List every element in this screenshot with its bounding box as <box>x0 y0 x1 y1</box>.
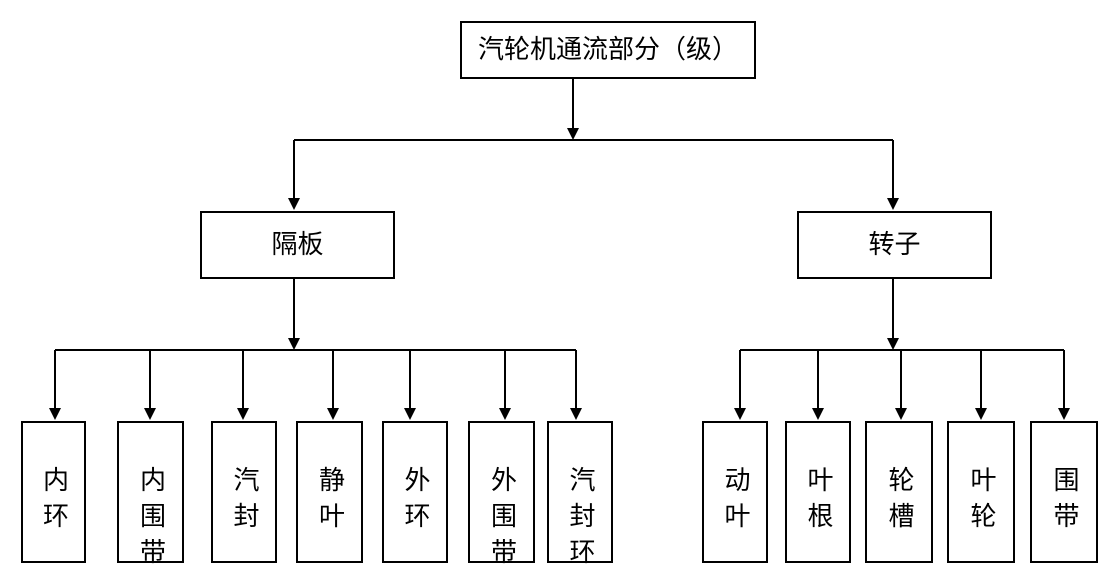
level2-node-2-box <box>797 211 992 279</box>
leaf-node-1-6: 外围带 <box>468 421 535 574</box>
leaf-node-2-5-label: 围带 <box>1049 466 1079 538</box>
leaf-node-2-1-box <box>702 421 768 563</box>
level2-node-1-box <box>200 211 395 279</box>
leaf-node-1-6-label: 外围带 <box>487 466 517 574</box>
level2-node-2-label: 转子 <box>868 230 920 260</box>
leaf-node-2-1: 动叶 <box>702 421 768 563</box>
root-node-box <box>460 21 756 79</box>
level2-node-1: 隔板 <box>200 211 395 279</box>
leaf-node-1-7-label: 汽封环 <box>565 466 595 574</box>
leaf-node-2-2-label: 叶根 <box>803 466 833 538</box>
leaf-node-1-4: 静叶 <box>296 421 363 563</box>
leaf-node-1-3-box <box>211 421 277 563</box>
leaf-node-2-5-box <box>1030 421 1098 563</box>
leaf-node-1-1-box <box>21 421 86 563</box>
leaf-node-1-2-box <box>117 421 184 563</box>
leaf-node-1-5-label: 外环 <box>400 466 430 538</box>
leaf-node-2-5: 围带 <box>1030 421 1098 563</box>
root-node-label: 汽轮机通流部分（级） <box>478 35 738 65</box>
leaf-node-2-2-box <box>785 421 851 563</box>
level2-node-2: 转子 <box>797 211 992 279</box>
leaf-node-2-1-label: 动叶 <box>720 466 750 538</box>
root-node: 汽轮机通流部分（级） <box>460 21 756 79</box>
leaf-node-2-4-label: 叶轮 <box>966 466 996 538</box>
leaf-node-1-4-box <box>296 421 363 563</box>
leaf-node-2-4: 叶轮 <box>947 421 1015 563</box>
node-boxes: 汽轮机通流部分（级） 隔板内环 内围带 汽封静叶外环 外围带 汽封环 转子动叶叶根轮槽叶轮围… <box>21 21 1098 574</box>
leaf-node-1-2-label: 内围带 <box>136 466 166 574</box>
leaf-node-1-6-box <box>468 421 535 563</box>
leaf-node-2-4-box <box>947 421 1015 563</box>
leaf-node-2-2: 叶根 <box>785 421 851 563</box>
leaf-node-1-7-box <box>547 421 613 563</box>
leaf-node-1-5: 外环 <box>382 421 448 563</box>
level2-node-1-label: 隔板 <box>271 230 323 260</box>
leaf-node-1-1: 内环 <box>21 421 86 563</box>
leaf-node-2-3-label: 轮槽 <box>884 466 914 538</box>
leaf-node-1-4-label: 静叶 <box>315 466 345 538</box>
leaf-node-1-3: 汽封 <box>211 421 277 563</box>
connector-lines <box>49 78 1070 420</box>
leaf-node-1-1-label: 内环 <box>39 466 69 538</box>
leaf-node-2-3-box <box>865 421 933 563</box>
leaf-node-1-3-label: 汽封 <box>229 466 259 538</box>
leaf-node-1-7: 汽封环 <box>547 421 613 574</box>
leaf-node-2-3: 轮槽 <box>865 421 933 563</box>
leaf-node-1-5-box <box>382 421 448 563</box>
leaf-node-1-2: 内围带 <box>117 421 184 574</box>
